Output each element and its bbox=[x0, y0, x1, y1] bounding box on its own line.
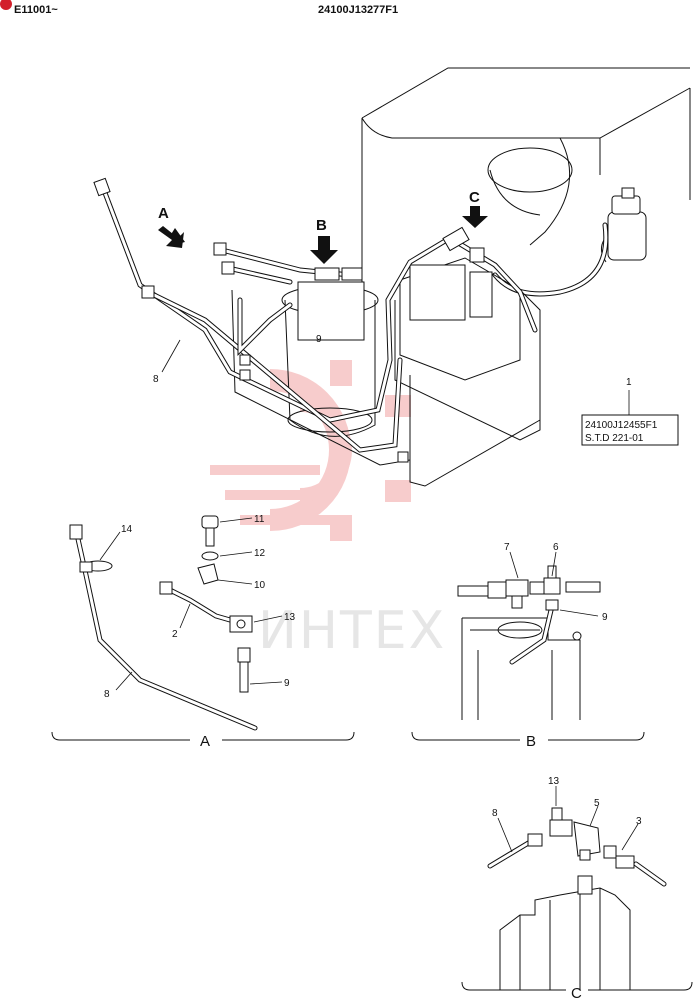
reference-box-line1: 24100J12455F1 bbox=[585, 420, 658, 431]
view-arrow-c-label: C bbox=[469, 189, 480, 206]
reference-box: 24100J12455F1 S.T.D 221-01 bbox=[581, 414, 679, 446]
callout-c-13: 13 bbox=[548, 776, 560, 787]
view-arrow-b: B bbox=[310, 217, 338, 264]
injection-pump bbox=[281, 281, 379, 437]
callout-c-3: 3 bbox=[636, 816, 642, 827]
detail-view-b: 7 6 9 B bbox=[411, 542, 645, 750]
detail-view-c: 13 5 8 3 C bbox=[461, 776, 693, 1002]
detail-view-a: 14 8 11 12 10 2 13 9 A bbox=[51, 514, 355, 750]
callout-b-7: 7 bbox=[504, 542, 510, 553]
callout-a-12: 12 bbox=[254, 548, 266, 559]
callout-b-6: 6 bbox=[553, 542, 559, 553]
watermark-gear-logo bbox=[210, 360, 411, 541]
callout-a-9: 9 bbox=[284, 678, 290, 689]
section-label-a: A bbox=[200, 733, 210, 750]
view-arrow-a-label: A bbox=[158, 205, 169, 222]
callout-main-9: 9 bbox=[316, 334, 322, 345]
callout-a-2: 2 bbox=[172, 629, 178, 640]
view-arrow-c: C bbox=[462, 189, 488, 228]
callout-a-14: 14 bbox=[121, 524, 133, 535]
drawing-number: 24100J13277F1 bbox=[318, 4, 398, 16]
main-assembly-view: A B C 8 9 1 24100J12455F1 S.T.D 221-01 bbox=[93, 67, 691, 487]
view-arrow-b-label: B bbox=[316, 217, 327, 234]
view-arrow-a: A bbox=[158, 205, 185, 248]
callout-a-8: 8 bbox=[104, 689, 110, 700]
corner-marker-icon bbox=[0, 0, 12, 10]
watermark-text: ИНТЕХ bbox=[258, 601, 446, 661]
fuel-filter-right bbox=[600, 187, 647, 263]
serial-range: E11001~ bbox=[14, 4, 58, 16]
callout-c-5: 5 bbox=[594, 798, 600, 809]
section-label-c: C bbox=[571, 985, 582, 1000]
callout-main-8: 8 bbox=[153, 374, 159, 385]
callout-a-10: 10 bbox=[254, 580, 266, 591]
callout-main-1: 1 bbox=[626, 377, 632, 388]
reference-box-line2: S.T.D 221-01 bbox=[585, 433, 644, 444]
callout-c-8: 8 bbox=[492, 808, 498, 819]
callout-a-11: 11 bbox=[254, 514, 265, 525]
callout-a-13: 13 bbox=[284, 612, 296, 623]
callout-b-9: 9 bbox=[602, 612, 608, 623]
section-label-b: B bbox=[526, 733, 536, 750]
